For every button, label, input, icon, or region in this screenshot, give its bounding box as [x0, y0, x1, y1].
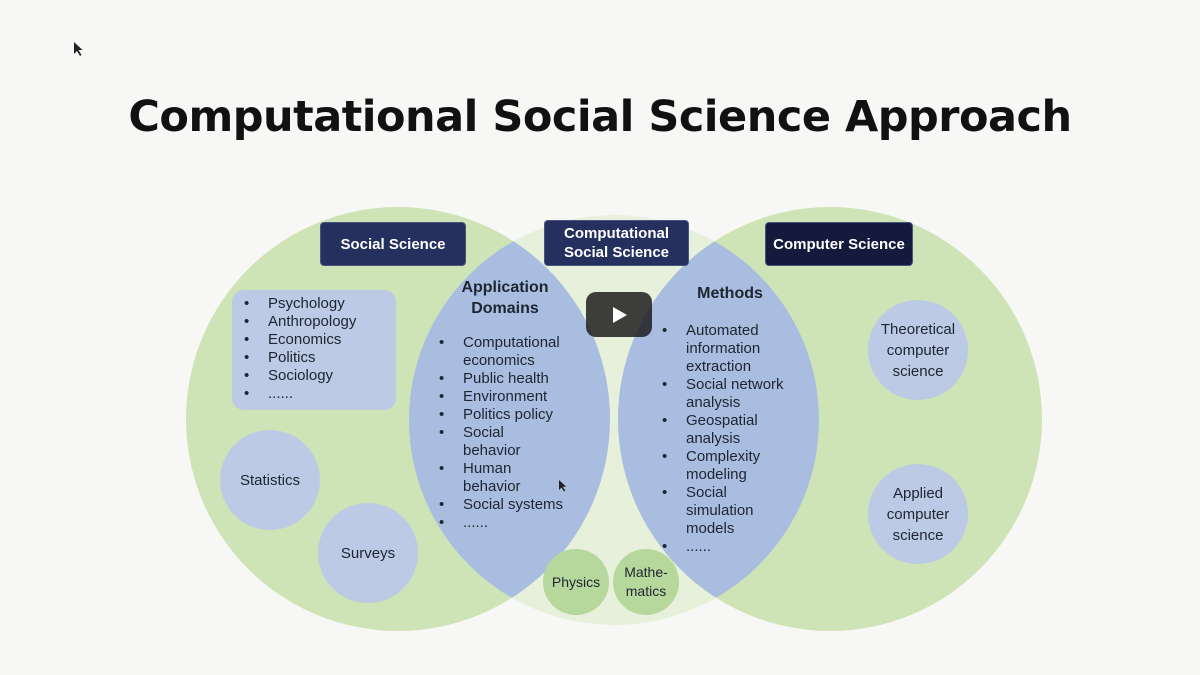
application-domains-heading: Application Domains: [461, 279, 549, 317]
computational-social-science-label: Computational Social Science: [544, 220, 689, 266]
mathematics-circle: [613, 549, 679, 615]
play-icon: [613, 306, 627, 323]
applied-cs-circle: [868, 464, 968, 564]
applied-cs-text: Applied computer science: [886, 484, 950, 544]
list-item: Geospatial analysis: [660, 412, 768, 448]
list-item: Anthropology: [242, 313, 356, 331]
list-item: Politics: [242, 349, 356, 367]
theoretical-cs-circle: [868, 300, 968, 400]
methods-heading: Methods: [697, 285, 763, 302]
list-item: Computational economics: [437, 334, 587, 370]
list-item: Social systems: [437, 496, 587, 514]
list-item: ......: [660, 538, 800, 556]
application-domains-list: Computational economics Public health En…: [437, 334, 587, 532]
list-item: Politics policy: [437, 406, 587, 424]
list-item: Automated information extraction: [660, 322, 778, 376]
theoretical-cs-text: Theoretical computer science: [880, 320, 956, 380]
disciplines-list: Psychology Anthropology Economics Politi…: [242, 295, 356, 403]
social-science-label: Social Science: [320, 222, 466, 266]
cursor-icon: [559, 480, 567, 492]
surveys-text: Surveys: [340, 544, 396, 562]
physics-text: Physics: [551, 573, 601, 590]
list-item: Social behavior: [437, 424, 543, 460]
statistics-text: Statistics: [239, 471, 300, 489]
slide-title: Computational Social Science Approach: [128, 92, 1072, 142]
list-item: Complexity modeling: [660, 448, 774, 484]
computer-science-label: Computer Science: [765, 222, 913, 266]
list-item: Human behavior: [437, 460, 543, 496]
list-item: Psychology: [242, 295, 356, 313]
list-item: ......: [437, 514, 587, 532]
list-item: Public health: [437, 370, 587, 388]
list-item: Sociology: [242, 367, 356, 385]
list-item: Social simulation models: [660, 484, 766, 538]
statistics-circle: [220, 430, 320, 530]
play-button[interactable]: [586, 292, 652, 337]
list-item: Economics: [242, 331, 356, 349]
cursor-icon: [74, 42, 83, 56]
mathematics-text: Mathe-matics: [624, 564, 668, 599]
list-item: Environment: [437, 388, 587, 406]
methods-list: Automated information extraction Social …: [660, 322, 800, 556]
list-item: Social network analysis: [660, 376, 798, 412]
physics-circle: [543, 549, 609, 615]
list-item: ......: [242, 385, 356, 403]
surveys-circle: [318, 503, 418, 603]
